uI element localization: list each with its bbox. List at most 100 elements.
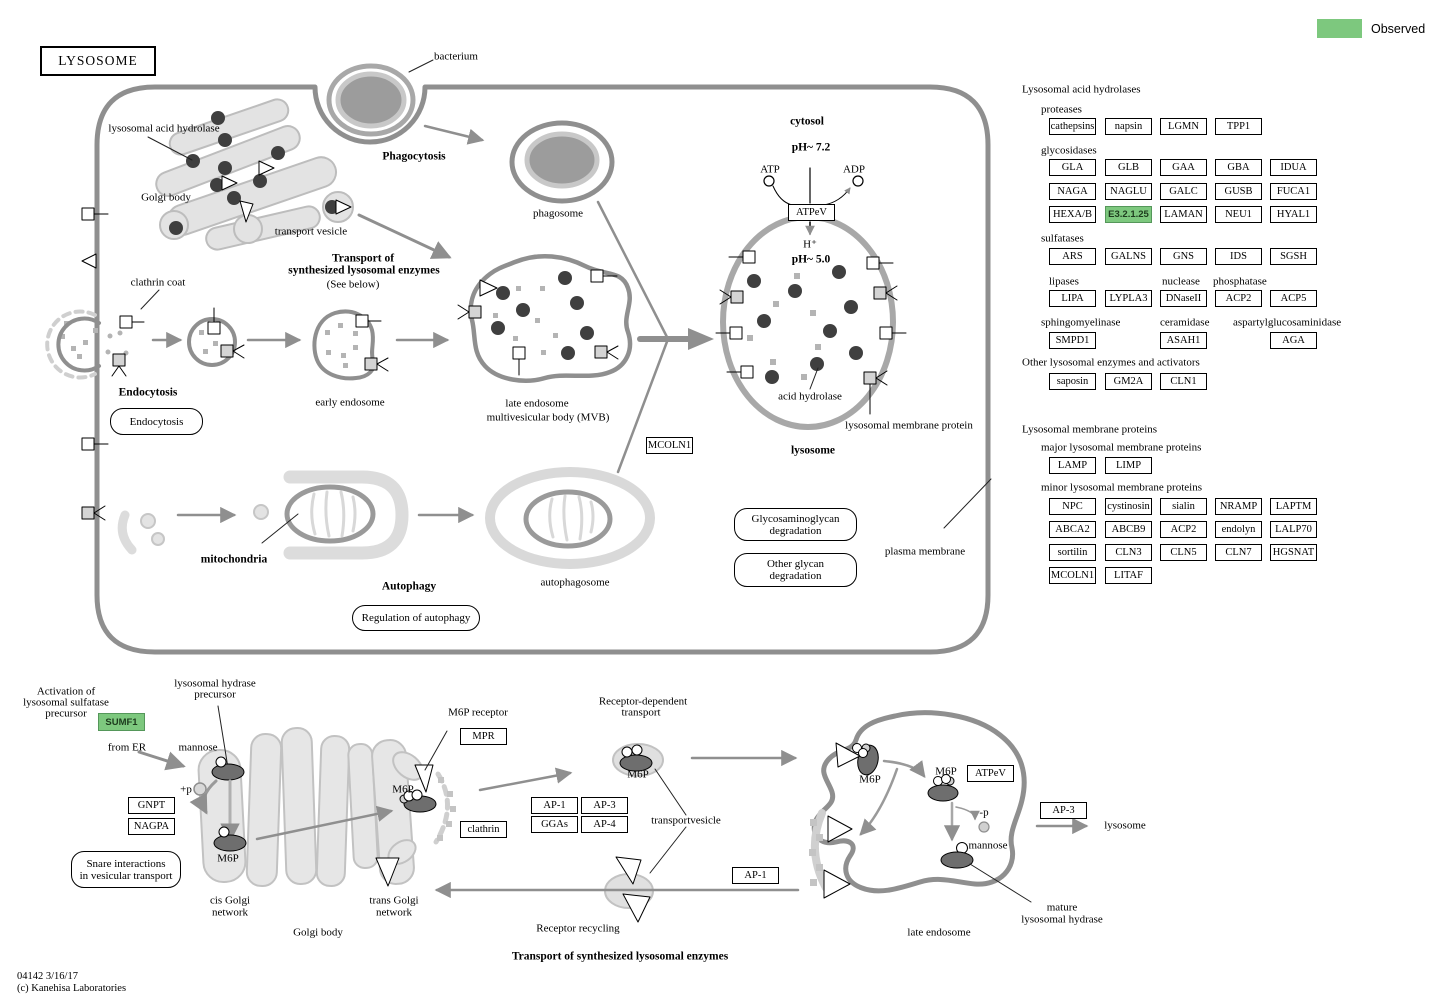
gene-gns[interactable]: GNS — [1160, 248, 1207, 265]
gene-gaa[interactable]: GAA — [1160, 159, 1207, 176]
gene-ap-4[interactable]: AP-4 — [581, 816, 628, 833]
gene-abcb9[interactable]: ABCB9 — [1105, 521, 1152, 538]
bacterium — [326, 59, 434, 137]
see-below-label: (See below) — [326, 278, 380, 291]
gene-nagpa[interactable]: NAGPA — [128, 818, 175, 835]
gene-hgsnat[interactable]: HGSNAT — [1270, 544, 1317, 561]
gene-gla[interactable]: GLA — [1049, 159, 1096, 176]
hdr-minor-membrane: minor lysosomal membrane proteins — [1041, 481, 1202, 494]
h-plus-label: H⁺ — [803, 238, 817, 251]
transport-synth-line2: synthesized lysosomal enzymes — [288, 264, 440, 277]
gene-gm2a[interactable]: GM2A — [1105, 373, 1152, 390]
gene-sortilin[interactable]: sortilin — [1049, 544, 1096, 561]
gene-gba[interactable]: GBA — [1215, 159, 1262, 176]
gene-laptm[interactable]: LAPTM — [1270, 498, 1317, 515]
m6p-trans-label: M6P — [392, 783, 414, 796]
gene-clathrin[interactable]: clathrin — [460, 821, 507, 838]
gene-tpp1[interactable]: TPP1 — [1215, 118, 1262, 135]
minus-p-label: -p — [979, 806, 989, 819]
gene-litaf[interactable]: LITAF — [1105, 567, 1152, 584]
page-title: LYSOSOME — [58, 53, 138, 68]
glycosaminoglycan-degradation-box-line-1: degradation — [769, 524, 822, 537]
gene-saposin[interactable]: saposin — [1049, 373, 1096, 390]
gene-acp2[interactable]: ACP2 — [1215, 290, 1262, 307]
gene-sumf1[interactable]: SUMF1 — [98, 713, 145, 731]
gene-abca2[interactable]: ABCA2 — [1049, 521, 1096, 538]
gene-npc[interactable]: NPC — [1049, 498, 1096, 515]
gene-lypla3[interactable]: LYPLA3 — [1105, 290, 1152, 307]
gene-lgmn[interactable]: LGMN — [1160, 118, 1207, 135]
gene-laman[interactable]: LAMAN — [1160, 206, 1207, 223]
hdr-acid-hydrolases: Lysosomal acid hydrolases — [1022, 83, 1141, 96]
gene-sgsh[interactable]: SGSH — [1270, 248, 1317, 265]
activation-line2: lysosomal sulfatase — [23, 696, 109, 709]
other-glycan-degradation-box-line-1: degradation — [769, 570, 822, 582]
gene-atpev[interactable]: ATPeV — [967, 765, 1014, 782]
transport-vesicle-label: transport vesicle — [274, 225, 348, 238]
map-number: 04142 3/16/17 — [17, 971, 78, 982]
gene-e3-2-1-25[interactable]: E3.2.1.25 — [1105, 206, 1152, 223]
phagosome — [509, 120, 615, 204]
gene-galns[interactable]: GALNS — [1105, 248, 1152, 265]
gene-endolyn[interactable]: endolyn — [1215, 521, 1262, 538]
gene-dnaseii[interactable]: DNaseII — [1160, 290, 1207, 307]
gene-ggas[interactable]: GGAs — [531, 816, 578, 833]
other-glycan-degradation-box-line-0: Other glycan — [766, 558, 825, 570]
gene-aga[interactable]: AGA — [1270, 332, 1317, 349]
endocytosis-pathway-box-line-0: Endocytosis — [129, 415, 184, 428]
gene-limp[interactable]: LIMP — [1105, 457, 1152, 474]
gene-galc[interactable]: GALC — [1160, 183, 1207, 200]
legend: Observed — [1317, 19, 1425, 38]
clathrin-coat-label: clathrin coat — [130, 276, 186, 289]
gene-naga[interactable]: NAGA — [1049, 183, 1096, 200]
gene-cathepsins[interactable]: cathepsins — [1049, 118, 1096, 135]
regulation-of-autophagy-box[interactable]: Regulation of autophagy — [352, 605, 480, 631]
gene-ars[interactable]: ARS — [1049, 248, 1096, 265]
gene-acp5[interactable]: ACP5 — [1270, 290, 1317, 307]
gene-idua[interactable]: IDUA — [1270, 159, 1317, 176]
gene-hexa-b[interactable]: HEXA/B — [1049, 206, 1096, 223]
gene-nramp[interactable]: NRAMP — [1215, 498, 1262, 515]
gene-ap-1[interactable]: AP-1 — [531, 797, 578, 814]
gene-cln3[interactable]: CLN3 — [1105, 544, 1152, 561]
gene-neu1[interactable]: NEU1 — [1215, 206, 1262, 223]
gene-smpd1[interactable]: SMPD1 — [1049, 332, 1096, 349]
hdr-phosphatase: phosphatase — [1213, 275, 1267, 288]
gene-ids[interactable]: IDS — [1215, 248, 1262, 265]
receptor-dependent-line1: Receptor-dependent — [598, 695, 688, 708]
gene-cystinosin[interactable]: cystinosin — [1105, 498, 1152, 515]
gene-mcoln1[interactable]: MCOLN1 — [646, 437, 693, 454]
gene-glb[interactable]: GLB — [1105, 159, 1152, 176]
gene-asah1[interactable]: ASAH1 — [1160, 332, 1207, 349]
gene-atpev[interactable]: ATPeV — [788, 204, 835, 221]
gene-cln1[interactable]: CLN1 — [1160, 373, 1207, 390]
gene-gusb[interactable]: GUSB — [1215, 183, 1262, 200]
gene-ap-3[interactable]: AP-3 — [581, 797, 628, 814]
gene-ap-1[interactable]: AP-1 — [732, 867, 779, 884]
gene-cln7[interactable]: CLN7 — [1215, 544, 1262, 561]
gene-lipa[interactable]: LIPA — [1049, 290, 1096, 307]
gene-napsin[interactable]: napsin — [1105, 118, 1152, 135]
cell-membrane — [94, 84, 991, 655]
gene-sialin[interactable]: sialin — [1160, 498, 1207, 515]
gene-cln5[interactable]: CLN5 — [1160, 544, 1207, 561]
gene-lalp70[interactable]: LALP70 — [1270, 521, 1317, 538]
late-endosome-label: late endosome — [505, 397, 569, 410]
endocytosis-pathway-box[interactable]: Endocytosis — [110, 408, 203, 435]
gene-fuca1[interactable]: FUCA1 — [1270, 183, 1317, 200]
lower-golgi — [137, 705, 456, 887]
gene-mcoln1[interactable]: MCOLN1 — [1049, 567, 1096, 584]
gene-hyal1[interactable]: HYAL1 — [1270, 206, 1317, 223]
gene-naglu[interactable]: NAGLU — [1105, 183, 1152, 200]
ph50-label: pH~ 5.0 — [791, 253, 831, 266]
gene-mpr[interactable]: MPR — [460, 728, 507, 745]
gene-lamp[interactable]: LAMP — [1049, 457, 1096, 474]
gene-ap-3[interactable]: AP-3 — [1040, 802, 1087, 819]
gene-gnpt[interactable]: GNPT — [128, 797, 175, 814]
gene-acp2[interactable]: ACP2 — [1160, 521, 1207, 538]
